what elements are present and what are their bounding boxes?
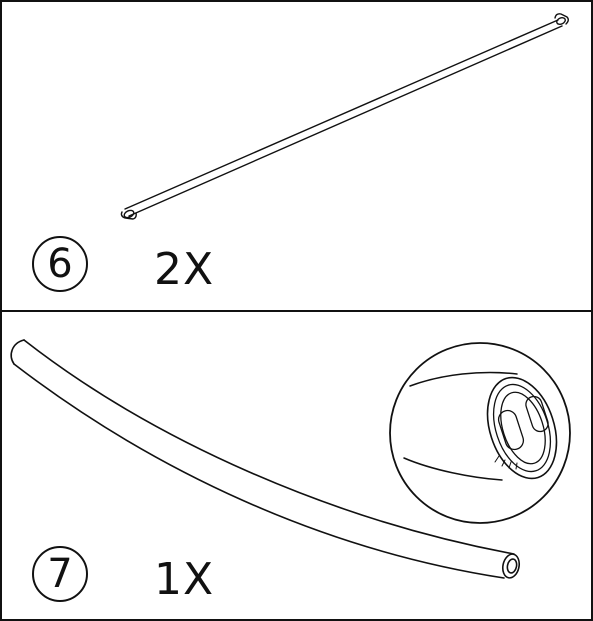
part-6-number-badge: 6 — [32, 236, 88, 292]
curved-tube-illustration — [10, 339, 571, 579]
part-6-panel: 6 2X — [0, 0, 593, 312]
part-6-number: 6 — [47, 241, 73, 287]
straight-tube-illustration — [120, 13, 569, 220]
part-7-number: 7 — [47, 551, 73, 597]
detail-magnifier — [389, 342, 571, 524]
part-7-panel: 7 1X — [0, 310, 593, 621]
part-7-number-badge: 7 — [32, 546, 88, 602]
part-7-quantity: 1X — [154, 554, 215, 605]
part-6-quantity: 2X — [154, 244, 215, 295]
